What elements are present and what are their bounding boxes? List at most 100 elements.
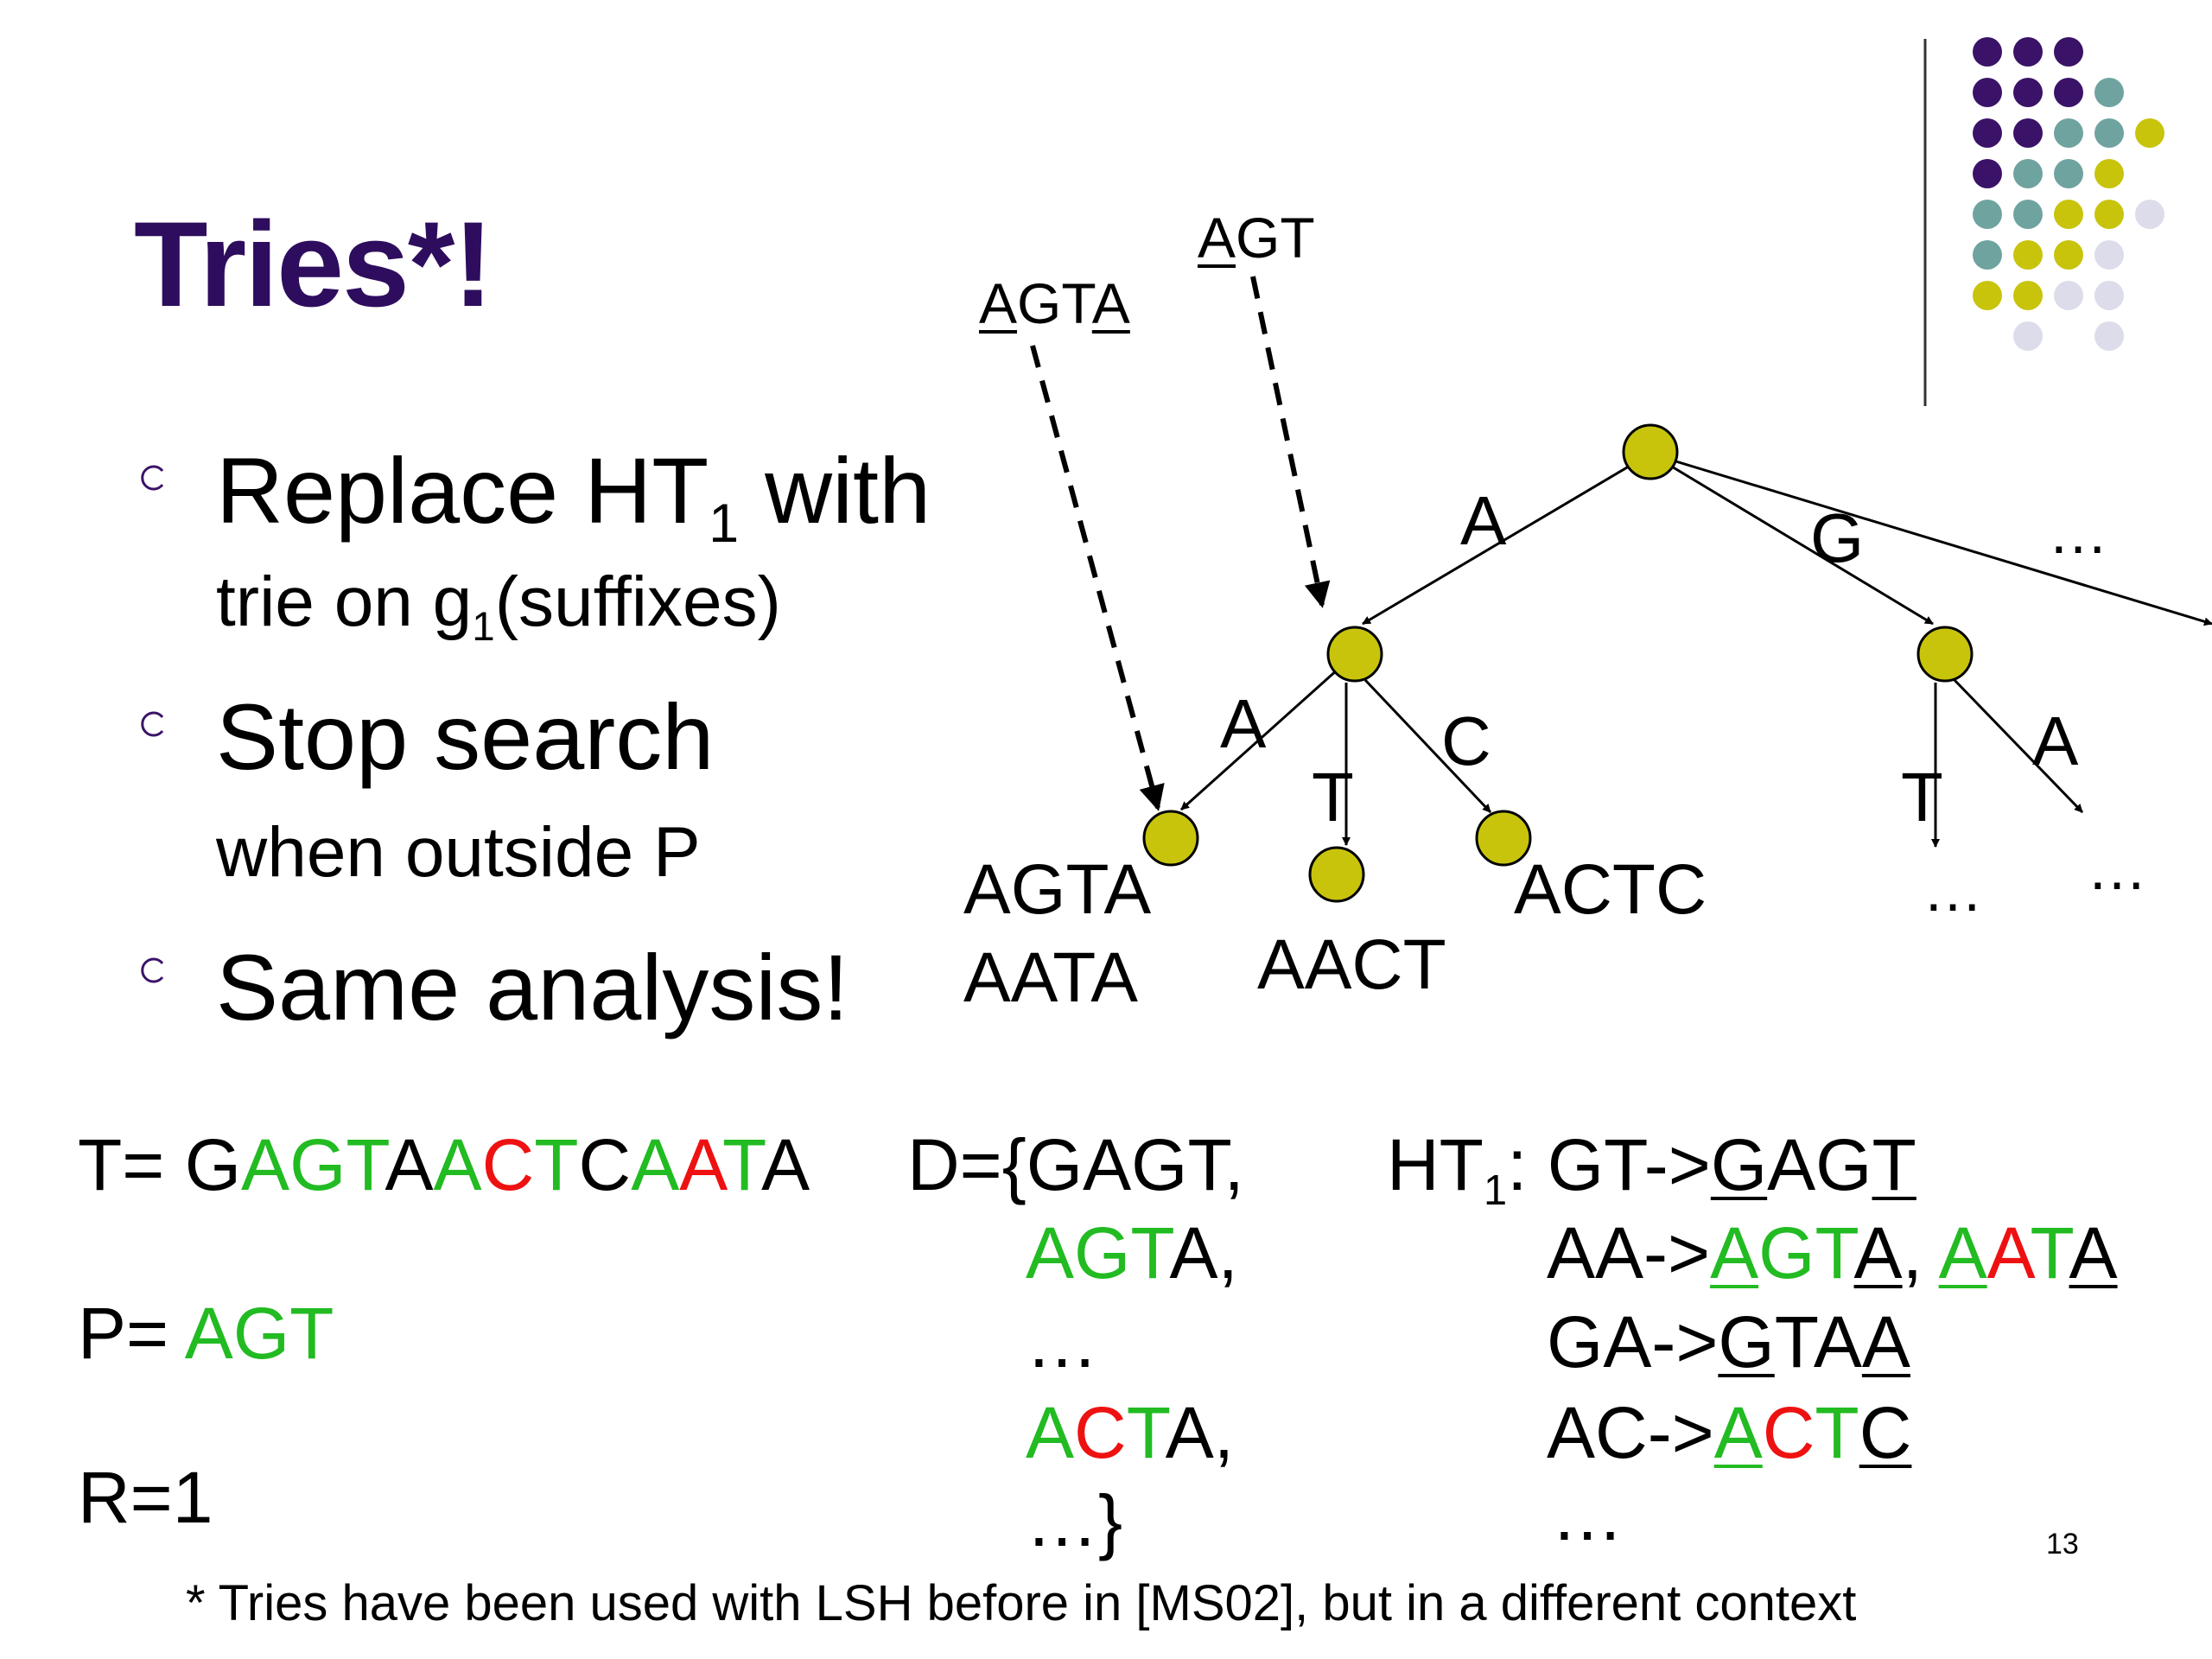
leaf-ellipsis-a: … [2087, 835, 2147, 902]
sequence-segment: G [1710, 1124, 1768, 1205]
decorative-dot [2054, 118, 2083, 148]
hashtable-row-5: … [1551, 1474, 1624, 1555]
edge-root-g [1649, 452, 1934, 626]
bullet-2-line-1: Stop search [216, 684, 715, 789]
dataset-d-line-2: AGTA, [1026, 1211, 1238, 1295]
decorative-dot [1973, 118, 2002, 148]
sequence-segment: C [1859, 1392, 1912, 1473]
sequence-segment: T [1126, 1392, 1166, 1473]
decorative-dot [2054, 159, 2083, 188]
sequence-segment: A [2069, 1212, 2118, 1294]
hashtable-row-4: AC->ACTC [1547, 1392, 1912, 1473]
sequence-segment: A [433, 1124, 482, 1205]
sequence-segment: C [1762, 1392, 1815, 1473]
query-label-agt: AGT [1198, 206, 1315, 270]
decorative-dot [2013, 281, 2043, 310]
bullet-1-line-2: trie on g1(suffixes) [216, 563, 781, 650]
decorative-dot [2013, 240, 2043, 270]
sequence-segment: , [1902, 1212, 1939, 1294]
slide-title: Tries*! [134, 196, 493, 332]
leaf-ellipsis-t: … [1923, 856, 1983, 924]
decorative-dot [1973, 200, 2002, 229]
sequence-segment: T [722, 1124, 762, 1205]
decorative-dot [2013, 78, 2043, 107]
sequence-segment: A [761, 1124, 810, 1205]
hashtable-row-2: AA->AGTA, AATA [1547, 1212, 2118, 1294]
sequence-segment: A [1853, 1212, 1903, 1294]
dataset-d-line-4: ACTA, [1026, 1391, 1234, 1475]
trie-node-g [1916, 626, 1974, 683]
sequence-segment: C [1074, 1392, 1127, 1473]
sequence-segment: C [578, 1124, 632, 1205]
trie-node-aa [1142, 810, 1199, 867]
trie-node-at [1308, 846, 1365, 903]
decorative-dot [2094, 118, 2124, 148]
decorative-dot [2094, 200, 2124, 229]
query-label-agta: AGTA [979, 271, 1130, 335]
sequence-segment: A [385, 1124, 434, 1205]
trie-node-root [1622, 423, 1679, 480]
decorative-dot [2094, 240, 2124, 270]
sequence-segment: A, [1165, 1392, 1235, 1473]
bullet-icon [141, 711, 164, 737]
edge-root-a [1362, 452, 1651, 626]
decorative-dot [2054, 240, 2083, 270]
decorative-dot [2013, 118, 2043, 148]
sequence-segment: G [184, 1124, 242, 1205]
edge-label-a-a: A [1220, 685, 1267, 762]
query-arrow-agt [1250, 276, 1331, 608]
edge-label-g-a: A [2032, 702, 2079, 779]
decorative-dot [1973, 37, 2002, 67]
edge-label-root-a: A [1460, 482, 1507, 559]
pattern-p: P= AGT [78, 1293, 334, 1374]
decorative-dot [2094, 159, 2124, 188]
decorative-dot [1973, 159, 2002, 188]
decorative-dot [2013, 200, 2043, 229]
edge-label-g-t: T [1901, 759, 1943, 836]
sequence-segment: A [1861, 1301, 1910, 1382]
edge-root-more [1649, 452, 2212, 626]
dataset-d-line-3: … [1026, 1301, 1098, 1382]
edge-label-a-c: C [1441, 702, 1491, 779]
sequence-segment: A [1026, 1392, 1075, 1473]
sequence-segment: A, [1169, 1212, 1238, 1294]
leaf-label-agta: AGTA [963, 850, 1152, 929]
sequence-segment: G [1718, 1301, 1775, 1382]
sequence-segment: A [1710, 1212, 1759, 1294]
edge-label-root-g: G [1810, 499, 1864, 576]
decorative-dot [1973, 78, 2002, 107]
trie-node-a [1326, 626, 1383, 683]
sequence-segment: GT [1758, 1212, 1854, 1294]
sequence-segment: T [534, 1124, 579, 1205]
radius-r: R=1 [78, 1457, 213, 1538]
sequence-segment: A [1938, 1212, 1987, 1294]
sequence-segment: C [481, 1124, 535, 1205]
edge-g-a [1951, 677, 2084, 814]
edge-a-a [1179, 652, 1357, 811]
sequence-segment: T [2030, 1212, 2069, 1294]
decorative-dot [2054, 78, 2083, 107]
hashtable-row-3: GA->GTAA [1547, 1301, 1910, 1382]
text-sequence-t: T= GAGTAACTCAATA [78, 1124, 810, 1205]
leaf-label-actc: ACTC [1514, 850, 1707, 929]
sequence-segment: T [1815, 1392, 1859, 1473]
decorative-dot [2054, 37, 2083, 67]
bullet-2-line-2: when outside P [216, 813, 701, 892]
decorative-dot [2135, 118, 2164, 148]
sequence-segment: A [679, 1124, 723, 1205]
sequence-segment: TA [1774, 1301, 1862, 1382]
decorative-dot [2054, 281, 2083, 310]
hashtable-row-1: HT1: GT->GAGT [1387, 1124, 1916, 1215]
page-number: 13 [2046, 1528, 2079, 1560]
decorative-dot [2013, 159, 2043, 188]
decorative-dot [2013, 321, 2043, 351]
edge-label-a-t: T [1312, 759, 1354, 836]
decorative-dot [2094, 321, 2124, 351]
dataset-d-line-1: D={GAGT, [907, 1124, 1244, 1205]
sequence-segment: AGT [241, 1124, 385, 1205]
decorative-dot [2054, 200, 2083, 229]
bullet-3-line-1: Same analysis! [216, 935, 849, 1039]
bullet-icon [141, 465, 164, 491]
